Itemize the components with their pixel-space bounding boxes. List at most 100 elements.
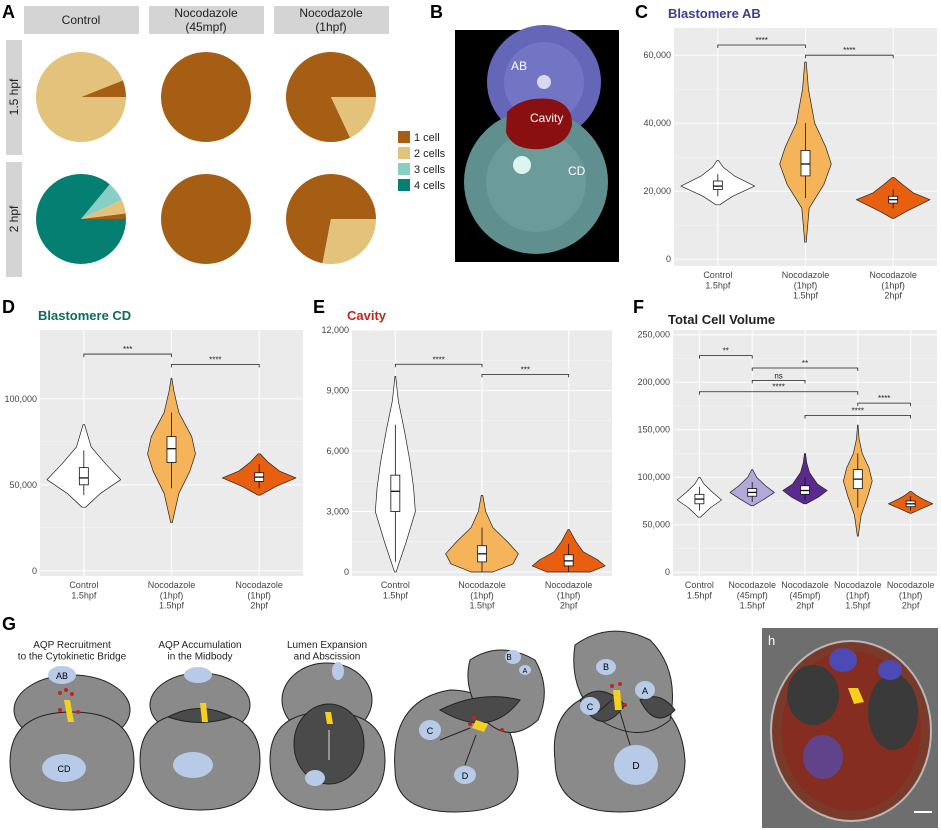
violin-plot-F: 050,000100,000150,000200,000250,000Contr…	[637, 330, 937, 611]
stage5-arrow	[597, 699, 613, 713]
stage4-label-d: D	[462, 771, 469, 781]
y-tick-label: 40,000	[643, 118, 671, 128]
stage1-bridge	[64, 700, 74, 722]
aqp-dot	[610, 684, 614, 688]
box	[78, 467, 89, 486]
midbody-h	[848, 688, 864, 704]
aqp-dot	[500, 728, 504, 732]
significance-label: ****	[772, 383, 784, 392]
y-tick-label: 0	[32, 566, 37, 576]
y-tick-label: 60,000	[643, 50, 671, 60]
x-tick-label: Nocodazole(1hpf)2hpf	[887, 580, 935, 611]
y-tick-label: 20,000	[643, 186, 671, 196]
stage3-ab-nucleus	[332, 662, 344, 680]
pie-slice-2-cells	[322, 219, 376, 264]
box	[390, 474, 401, 512]
stage3-midbody	[325, 712, 333, 724]
y-tick-label: 0	[666, 254, 671, 264]
nucleus-h1	[829, 648, 857, 672]
stage5-label-b: B	[603, 662, 609, 672]
pie-slice-1-cell	[286, 173, 376, 264]
panel-letter-a: A	[2, 2, 15, 22]
significance-bracket	[857, 402, 911, 407]
y-tick-label: 100,000	[4, 394, 37, 404]
x-tick-label: Nocodazole(1hpf)2hpf	[869, 270, 917, 301]
stage2-cd-nucleus	[173, 752, 213, 778]
y-tick-label: 100,000	[637, 472, 670, 482]
pie-slice-3-cells	[81, 184, 122, 219]
panel-d: D Blastomere CD	[2, 297, 131, 323]
stage5-label-c: C	[587, 702, 594, 712]
stage4-nucleus-b	[505, 650, 521, 664]
stage4-lumen	[438, 696, 521, 724]
panel-letter-g: G	[2, 614, 16, 634]
x-tick-label: Nocodazole(45mpf)1.5hpf	[728, 580, 776, 611]
aqp-dot	[70, 692, 74, 696]
aqp-dot	[58, 708, 62, 712]
chart-title-ab: Blastomere AB	[668, 6, 761, 21]
significance-label: ns	[774, 371, 782, 380]
stage2-lumen	[166, 708, 234, 723]
aqp-dot	[623, 703, 627, 707]
legend-swatch	[398, 131, 410, 143]
stage4-label-c: C	[427, 726, 434, 736]
panel-letter-d: D	[2, 297, 15, 317]
significance-bracket	[171, 364, 260, 368]
y-tick-label: 6,000	[326, 446, 349, 456]
stage1-ab-nucleus	[48, 666, 76, 684]
stage5-arrow	[619, 711, 631, 746]
stage4-arrow	[464, 734, 477, 766]
x-tick-label: Nocodazole(1hpf)1.5hpf	[782, 270, 830, 301]
significance-label: ****	[843, 46, 855, 55]
significance-bracket	[394, 363, 483, 368]
y-tick-label: 0	[665, 567, 670, 577]
label-cavity: Cavity	[530, 111, 563, 125]
panel-letter-h: h	[768, 633, 775, 648]
row-strip-2hpf	[6, 162, 22, 277]
lumen-h-right	[868, 674, 918, 750]
stage4-label-a: A	[523, 668, 528, 675]
label-ab: AB	[511, 59, 527, 73]
pie-row-label: 1.5 hpf	[7, 78, 21, 115]
legend-label: 3 cells	[414, 164, 446, 176]
significance-bracket	[699, 391, 859, 395]
panel-c: C Blastomere AB	[635, 2, 761, 22]
pie-slice-4-cells	[35, 173, 126, 264]
legend-swatch	[398, 147, 410, 159]
x-tick-label: Nocodazole(1hpf)1.5hpf	[148, 580, 196, 611]
box	[712, 180, 723, 190]
legend-label: 1 cell	[414, 132, 440, 144]
aqp-dot	[76, 710, 80, 714]
y-tick-label: 50,000	[642, 520, 670, 530]
pie-slice-2-cells	[81, 199, 126, 219]
y-tick-label: 0	[344, 567, 349, 577]
chart-title-cd: Blastomere CD	[38, 308, 131, 323]
stage4-nucleus-c	[419, 720, 441, 740]
significance-bracket	[751, 367, 859, 371]
aqp-dot	[64, 688, 68, 692]
label-cd: CD	[568, 164, 586, 178]
stage5-nucleus-d	[614, 745, 658, 785]
aqp-dot	[58, 691, 62, 695]
pie-slice-1-cell	[286, 52, 376, 143]
pie-slice-1-cell	[161, 52, 251, 142]
row-strip-15hpf	[6, 40, 22, 155]
stage2-ab-nucleus	[184, 667, 212, 683]
y-tick-label: 250,000	[637, 330, 670, 340]
pie-slice-1-cell	[81, 80, 126, 97]
cavity	[506, 98, 573, 150]
legend-label: 2 cells	[414, 148, 446, 160]
nucleus-h3	[803, 735, 843, 779]
panel-e: E Cavity	[313, 297, 387, 323]
pie-row-label: 2 hpf	[7, 205, 21, 232]
legend-swatch	[398, 163, 410, 175]
significance-bracket	[805, 54, 894, 59]
significance-label: ***	[123, 345, 132, 354]
stage5-label-d: D	[632, 761, 639, 772]
